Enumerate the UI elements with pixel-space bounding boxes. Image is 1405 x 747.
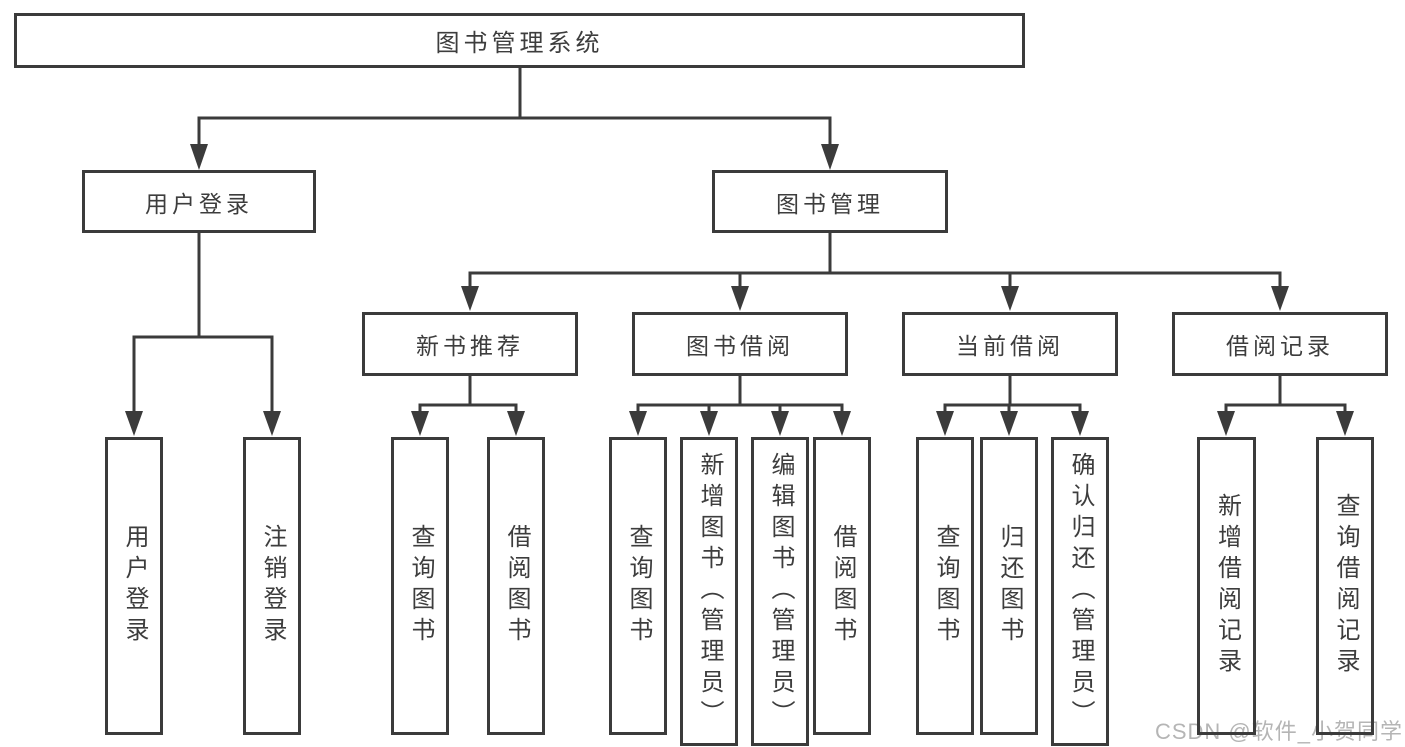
node-label: 用户登录	[121, 524, 148, 648]
node-label: 新增借阅记录	[1213, 493, 1241, 679]
node-label: 借阅记录	[1226, 333, 1334, 359]
node-root-system: 图书管理系统	[14, 13, 1025, 68]
node-label: 图书管理	[776, 190, 884, 217]
node-label: 查询图书	[932, 524, 959, 648]
node-label: 查询借阅记录	[1332, 493, 1359, 679]
csdn-watermark: CSDN @软件_小贺同学	[1154, 719, 1403, 744]
node-label: 查询图书	[625, 524, 652, 648]
node-label: 查询图书	[407, 524, 434, 648]
leaf-query-book-borrow: 查询图书	[609, 437, 667, 735]
node-book-management: 图书管理	[712, 170, 948, 233]
node-new-book-recommend: 新书推荐	[362, 312, 578, 376]
leaf-confirm-return-admin: 确认归还（管理员）	[1051, 437, 1109, 746]
leaf-edit-book-admin: 编辑图书（管理员）	[751, 437, 809, 746]
node-user-login: 用户登录	[82, 170, 316, 233]
node-label: 图书管理系统	[435, 30, 604, 57]
leaf-add-book-admin: 新增图书（管理员）	[680, 437, 738, 746]
node-label: 归还图书	[996, 524, 1023, 648]
leaf-query-book-current: 查询图书	[916, 437, 974, 735]
leaf-add-borrow-record: 新增借阅记录	[1197, 437, 1256, 735]
node-label: 新增图书（管理员）	[696, 452, 723, 731]
node-label: 当前借阅	[956, 333, 1064, 359]
node-label: 借阅图书	[829, 524, 856, 648]
node-label: 新书推荐	[416, 333, 524, 359]
leaf-user-login: 用户登录	[105, 437, 163, 735]
node-book-borrow: 图书借阅	[632, 312, 848, 376]
node-label: 注销登录	[259, 524, 286, 648]
node-label: 图书借阅	[686, 333, 794, 359]
leaf-borrow-book-recommend: 借阅图书	[487, 437, 545, 735]
leaf-logout: 注销登录	[243, 437, 301, 735]
leaf-query-book-recommend: 查询图书	[391, 437, 449, 735]
node-label: 用户登录	[145, 190, 253, 217]
node-label: 编辑图书（管理员）	[767, 452, 794, 731]
leaf-query-borrow-record: 查询借阅记录	[1316, 437, 1374, 735]
leaf-borrow-book: 借阅图书	[813, 437, 871, 735]
leaf-return-book: 归还图书	[980, 437, 1038, 735]
node-borrow-record: 借阅记录	[1172, 312, 1388, 376]
node-current-borrow: 当前借阅	[902, 312, 1118, 376]
node-label: 借阅图书	[503, 524, 530, 648]
node-label: 确认归还（管理员）	[1067, 452, 1094, 731]
